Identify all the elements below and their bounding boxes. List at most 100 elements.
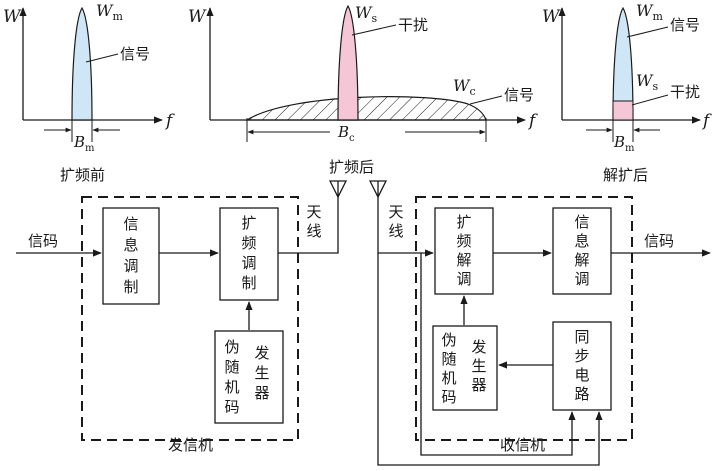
bw-label: B (337, 123, 349, 141)
output-code-label: 信码 (644, 232, 674, 250)
svg-text:机: 机 (224, 378, 239, 396)
svg-text:码: 码 (441, 388, 456, 406)
svg-text:步: 步 (574, 347, 589, 365)
despread-to-sync-wire (420, 253, 576, 456)
signal-peak (71, 6, 93, 121)
sync-circuit-block (552, 321, 612, 411)
svg-text:频: 频 (456, 232, 471, 250)
svg-text:Bm: Bm (73, 133, 95, 154)
svg-text:Bm: Bm (613, 133, 635, 154)
bw-label: B (73, 133, 85, 151)
svg-text:伪: 伪 (441, 331, 456, 349)
spectrum-before: W f Wm 信号 Bm 扩频前 (3, 1, 175, 184)
signal-leader (469, 95, 503, 105)
y-axis-label: W (542, 7, 561, 27)
interference-peak (337, 4, 359, 121)
svg-text:扩: 扩 (241, 214, 256, 232)
spectrum-despread: W f Wm 信号 Ws 干扰 Bm 解扩后 (542, 1, 712, 184)
interf-label: W (636, 71, 654, 90)
rx-antenna (368, 180, 388, 199)
svg-text:器: 器 (254, 384, 269, 402)
residual-interference (612, 100, 634, 121)
peak-label: W (96, 1, 114, 20)
svg-text:天: 天 (306, 203, 321, 221)
signal-label: 信号 (120, 45, 150, 63)
peak-sub: s (371, 12, 377, 25)
receiver-label: 收信机 (500, 436, 545, 454)
wide-label: W (453, 76, 471, 95)
pn-generator-block (214, 330, 284, 424)
svg-text:电: 电 (574, 366, 589, 384)
svg-text:息: 息 (574, 232, 589, 250)
svg-text:调: 调 (456, 270, 471, 288)
svg-text:伪: 伪 (224, 338, 239, 356)
svg-text:制: 制 (123, 278, 138, 296)
tx-antenna (328, 180, 348, 199)
svg-text:信: 信 (123, 215, 138, 233)
peak-sub: m (652, 10, 663, 23)
bw-label: B (613, 133, 625, 151)
rx-pn-generator-block (432, 325, 498, 411)
svg-text:随: 随 (224, 358, 239, 376)
svg-text:Bc: Bc (337, 123, 355, 144)
svg-text:制: 制 (241, 274, 256, 292)
interference-label: 干扰 (670, 83, 700, 101)
svg-text:频: 频 (241, 234, 256, 252)
peak-sub: m (112, 10, 123, 23)
interference-label: 干扰 (398, 16, 428, 34)
peak-label: W (636, 1, 654, 20)
spread-modulation-block (219, 207, 279, 301)
svg-text:调: 调 (123, 257, 138, 275)
interference-leader (351, 24, 397, 36)
caption-after: 扩频后 (329, 158, 374, 176)
wide-sub: c (469, 85, 475, 98)
signal-label: 信号 (504, 86, 534, 104)
bw-sub: m (625, 143, 635, 154)
svg-text:生: 生 (254, 364, 269, 382)
spectrum-after: W f Ws 干扰 Wc 信号 Bc 扩频后 (188, 3, 538, 176)
svg-text:路: 路 (574, 385, 589, 403)
svg-text:调: 调 (241, 254, 256, 272)
svg-text:Wm: Wm (96, 1, 123, 23)
input-code-label: 信码 (28, 232, 58, 250)
svg-text:机: 机 (441, 369, 456, 387)
svg-text:同: 同 (574, 328, 589, 346)
transmitter-label: 发信机 (168, 436, 213, 454)
svg-text:器: 器 (471, 376, 486, 394)
svg-text:线: 线 (388, 222, 403, 240)
interference-leader (631, 94, 669, 106)
svg-text:扩: 扩 (456, 213, 471, 231)
caption-despread: 解扩后 (603, 166, 648, 184)
svg-text:生: 生 (471, 357, 486, 375)
y-axis-label: W (3, 7, 22, 27)
svg-text:Ws: Ws (636, 71, 658, 93)
svg-text:线: 线 (306, 222, 321, 240)
svg-text:息: 息 (123, 236, 138, 254)
svg-text:Ws: Ws (355, 3, 377, 25)
despread-block (434, 207, 494, 295)
svg-text:发: 发 (254, 344, 269, 362)
x-axis-label: f (527, 111, 538, 131)
signal-leader (85, 53, 119, 63)
bw-sub: m (85, 143, 95, 154)
svg-text:Wc: Wc (453, 76, 476, 98)
signal-leader (626, 26, 669, 38)
svg-text:随: 随 (441, 350, 456, 368)
spread-to-antenna-wire (278, 196, 339, 254)
svg-text:发: 发 (471, 338, 486, 356)
antenna-to-sync-wire (377, 253, 603, 466)
svg-text:调: 调 (574, 270, 589, 288)
y-axis-label: W (188, 7, 207, 27)
x-axis-label: f (164, 111, 175, 131)
receiver: 收信机 天 线 扩 频 解 调 信 息 解 调 信码 伪 随 (368, 180, 711, 466)
svg-text:码: 码 (224, 398, 239, 416)
peak-label: W (355, 3, 373, 22)
x-axis-label: f (701, 111, 712, 131)
svg-text:解: 解 (574, 251, 589, 269)
svg-text:信: 信 (574, 213, 589, 231)
interf-sub: s (652, 80, 658, 93)
transmitter-boundary (81, 196, 299, 441)
bw-sub: c (349, 133, 355, 144)
